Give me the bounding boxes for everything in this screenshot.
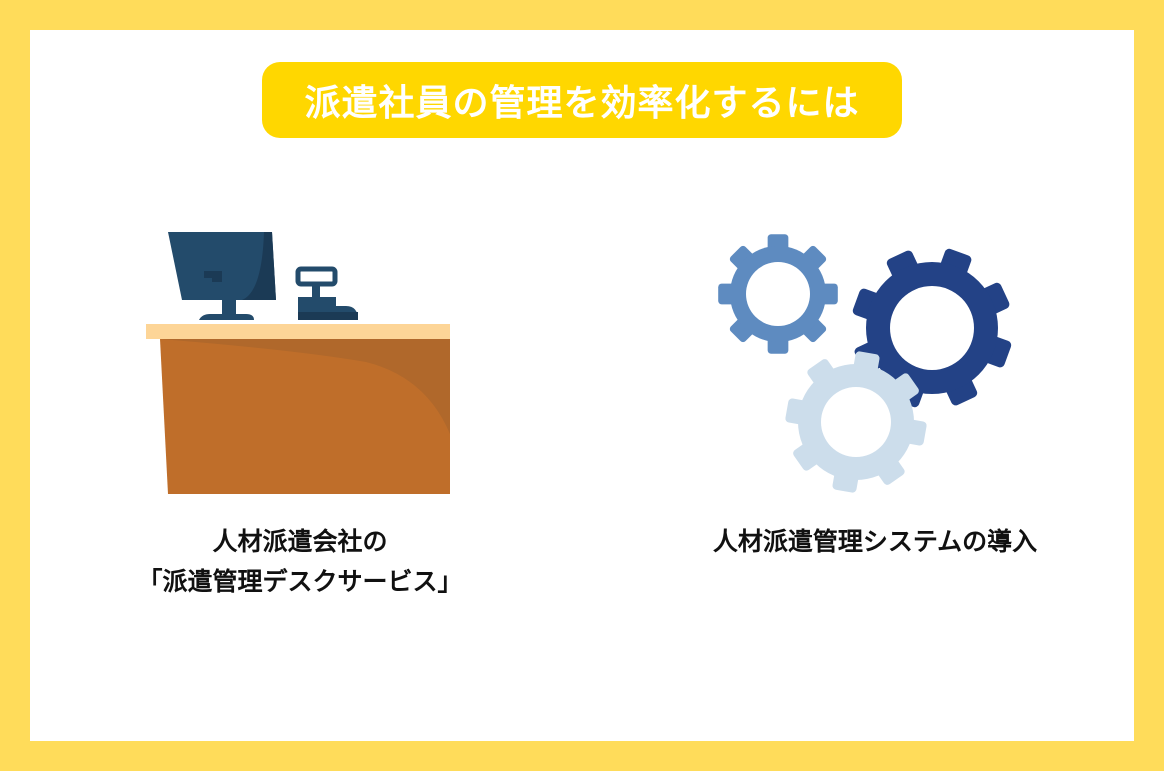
caption-line-1: 人材派遣管理システムの導入 (712, 527, 1038, 556)
dark-gear (828, 224, 1036, 432)
caption-line-1: 人材派遣会社の (212, 527, 388, 556)
page-title: 派遣社員の管理を効率化するには (304, 83, 860, 124)
gears-illustration (718, 222, 1036, 504)
desk-icon (146, 232, 450, 494)
gears-icon (718, 224, 1036, 504)
caption-line-2: 「派遣管理デスクサービス」 (137, 567, 463, 596)
title-badge: 派遣社員の管理を効率化するには (262, 62, 902, 138)
option-caption-management-system: 人材派遣管理システムの導入 (660, 522, 1090, 562)
option-caption-desk-service: 人材派遣会社の 「派遣管理デスクサービス」 (100, 522, 500, 602)
reception-desk-illustration (146, 232, 452, 494)
